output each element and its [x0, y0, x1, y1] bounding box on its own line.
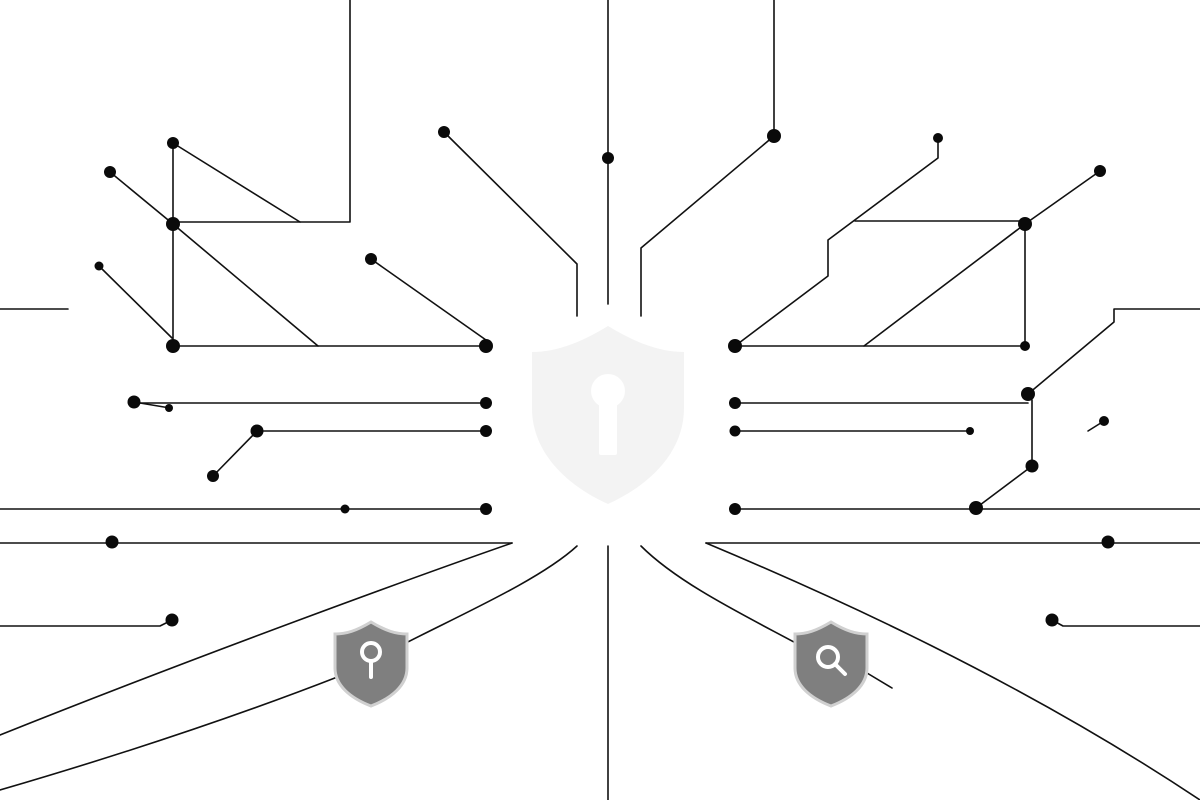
circuit-node: [602, 152, 614, 164]
key-icon: [360, 641, 382, 679]
magnifier-icon: [816, 645, 847, 676]
circuit-node: [480, 397, 492, 409]
circuit-trace: [0, 619, 173, 627]
circuit-trace: [1027, 308, 1200, 395]
shield-keyhole-icon: [532, 326, 684, 504]
shield-search-icon: [793, 620, 869, 708]
circuit-node: [207, 470, 219, 482]
circuit-trace: [640, 0, 775, 317]
circuit-trace: [0, 675, 341, 791]
circuit-node: [127, 395, 141, 409]
circuit-node: [166, 339, 180, 353]
circuit-trace: [109, 171, 319, 347]
circuit-node: [1045, 613, 1059, 627]
circuit-node: [167, 137, 179, 149]
circuit-node: [1020, 341, 1030, 351]
circuit-trace: [1051, 619, 1200, 627]
circuit-trace: [399, 545, 578, 647]
circuit-node: [166, 217, 180, 231]
circuit-trace: [172, 0, 351, 223]
circuit-node: [105, 535, 119, 549]
keyhole-icon: [591, 374, 625, 455]
circuit-trace: [734, 137, 939, 347]
circuit-node: [1018, 217, 1032, 231]
circuit-node: [1101, 535, 1115, 549]
circuit-trace: [98, 265, 173, 339]
circuit-node: [729, 397, 741, 409]
circuit-trace: [640, 545, 806, 649]
circuit-node: [729, 503, 741, 515]
circuit-node: [969, 501, 983, 515]
circuit-node: [104, 166, 116, 178]
circuit-trace: [212, 430, 258, 477]
circuit-trace: [975, 393, 1033, 509]
circuit-node: [1094, 165, 1106, 177]
shield-search-body: [793, 620, 869, 708]
circuit-node: [479, 339, 493, 353]
circuit-node: [250, 424, 264, 438]
circuit-node: [438, 126, 450, 138]
circuit-trace: [370, 258, 487, 341]
circuit-node: [767, 129, 781, 143]
circuit-node: [480, 503, 492, 515]
circuit-node: [340, 504, 350, 514]
circuit-node: [94, 261, 104, 271]
circuit-node: [365, 253, 377, 265]
circuit-node: [165, 404, 173, 412]
circuit-node: [480, 425, 492, 437]
circuit-node: [165, 613, 179, 627]
circuit-trace: [172, 142, 301, 223]
circuit-node: [729, 425, 741, 437]
circuit-node: [728, 339, 742, 353]
circuit-trace: [443, 131, 578, 317]
circuit-trace: [0, 542, 513, 736]
circuit-trace: [863, 170, 1101, 347]
circuit-trace: [705, 542, 1200, 801]
circuit-node: [1021, 387, 1035, 401]
circuit-node: [933, 133, 943, 143]
shield-key-icon: [333, 620, 409, 708]
circuit-node: [1099, 416, 1109, 426]
circuit-nodes: [94, 126, 1115, 627]
circuit-node: [1025, 459, 1039, 473]
circuit-node: [966, 427, 974, 435]
